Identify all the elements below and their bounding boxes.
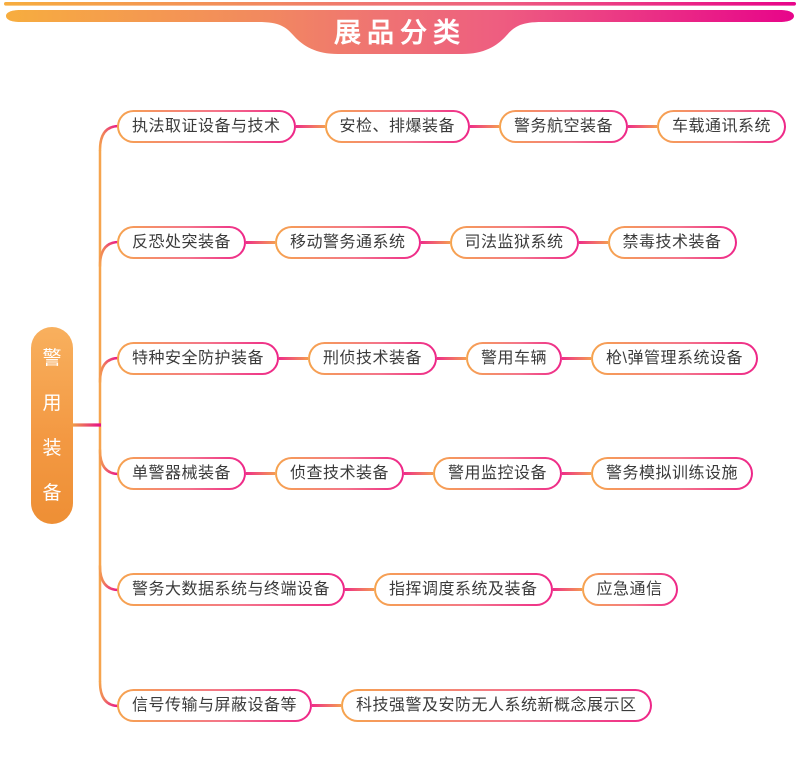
node-connector (246, 472, 276, 475)
header-ribbon-shape (6, 10, 794, 54)
node-label: 应急通信 (583, 575, 676, 604)
branch-row-2: 反恐处突装备 移动警务通系统 司法监狱系统 禁毒技术装备 (117, 226, 737, 259)
mindmap-node: 科技强警及安防无人系统新概念展示区 (341, 689, 652, 722)
mindmap-node: 应急通信 (581, 573, 678, 606)
node-connector (295, 125, 325, 128)
mindmap-node: 单警器械装备 (117, 457, 247, 490)
mindmap-node: 执法取证设备与技术 (117, 110, 296, 143)
node-connector (246, 241, 276, 244)
node-label: 单警器械装备 (119, 459, 245, 488)
mindmap-node: 特种安全防护装备 (117, 342, 280, 375)
mindmap-node: 警用车辆 (466, 342, 563, 375)
header-top-line (4, 2, 796, 6)
node-connector (404, 472, 434, 475)
mindmap-node: 移动警务通系统 (275, 226, 421, 259)
node-label: 科技强警及安防无人系统新概念展示区 (343, 691, 650, 720)
node-connector (470, 125, 500, 128)
node-connector (562, 472, 592, 475)
mindmap-node: 枪\弹管理系统设备 (591, 342, 758, 375)
branch-curve-1 (98, 124, 121, 152)
node-connector (420, 241, 450, 244)
node-connector (562, 357, 592, 360)
branch-row-4: 单警器械装备 侦查技术装备 警用监控设备 警务模拟训练设施 (117, 457, 754, 490)
node-label: 信号传输与屏蔽设备等 (119, 691, 311, 720)
mindmap-node: 指挥调度系统及装备 (374, 573, 553, 606)
node-label: 禁毒技术装备 (609, 228, 735, 257)
mindmap-node: 车载通讯系统 (657, 110, 787, 143)
node-connector (437, 357, 467, 360)
branch-row-1: 执法取证设备与技术 安检、排爆装备 警务航空装备 车载通讯系统 (117, 110, 787, 143)
branch-row-3: 特种安全防护装备 刑侦技术装备 警用车辆 枪\弹管理系统设备 (117, 342, 758, 375)
node-label: 警务模拟训练设施 (593, 459, 752, 488)
branch-curve-5 (98, 564, 121, 592)
mindmap-node: 刑侦技术装备 (308, 342, 438, 375)
root-node-char: 警 (42, 347, 62, 369)
branch-curve-6 (98, 680, 121, 708)
mindmap-node: 司法监狱系统 (449, 226, 579, 259)
root-node-char: 备 (42, 482, 62, 504)
mindmap-node: 警务模拟训练设施 (591, 457, 754, 490)
node-label: 警用监控设备 (435, 459, 561, 488)
branch-curve-2 (98, 240, 121, 268)
node-label: 指挥调度系统及装备 (376, 575, 551, 604)
mindmap-node: 警用监控设备 (433, 457, 563, 490)
node-label: 警用车辆 (468, 344, 561, 373)
node-label: 枪\弹管理系统设备 (593, 344, 756, 373)
node-connector (279, 357, 309, 360)
node-connector (345, 588, 375, 591)
node-label: 警务航空装备 (501, 112, 627, 141)
mindmap-node: 警务大数据系统与终端设备 (117, 573, 346, 606)
root-node-char: 装 (42, 437, 62, 459)
node-label: 警务大数据系统与终端设备 (119, 575, 344, 604)
branch-curve-3 (98, 356, 121, 384)
mindmap-node: 侦查技术装备 (275, 457, 405, 490)
branch-row-6: 信号传输与屏蔽设备等 科技强警及安防无人系统新概念展示区 (117, 689, 652, 722)
page-title: 展品分类 (334, 18, 466, 48)
mindmap-node: 反恐处突装备 (117, 226, 247, 259)
node-connector (312, 704, 342, 707)
node-label: 车载通讯系统 (659, 112, 785, 141)
node-label: 刑侦技术装备 (310, 344, 436, 373)
root-node-police-equipment: 警 用 装 备 (31, 327, 73, 524)
branch-row-5: 警务大数据系统与终端设备 指挥调度系统及装备 应急通信 (117, 573, 678, 606)
node-label: 反恐处突装备 (119, 228, 245, 257)
node-label: 侦查技术装备 (277, 459, 403, 488)
node-label: 移动警务通系统 (277, 228, 419, 257)
node-connector (552, 588, 582, 591)
node-label: 特种安全防护装备 (119, 344, 278, 373)
node-label: 安检、排爆装备 (326, 112, 469, 141)
branch-curve-4 (98, 448, 121, 476)
node-label: 司法监狱系统 (451, 228, 577, 257)
node-connector (578, 241, 608, 244)
node-connector (628, 125, 658, 128)
header-ribbon: 展品分类 (4, 2, 796, 54)
mindmap-node: 信号传输与屏蔽设备等 (117, 689, 313, 722)
root-node-char: 用 (42, 392, 62, 414)
node-label: 执法取证设备与技术 (119, 112, 294, 141)
mindmap-node: 安检、排爆装备 (324, 110, 471, 143)
mindmap-node: 警务航空装备 (499, 110, 629, 143)
mindmap-node: 禁毒技术装备 (607, 226, 737, 259)
